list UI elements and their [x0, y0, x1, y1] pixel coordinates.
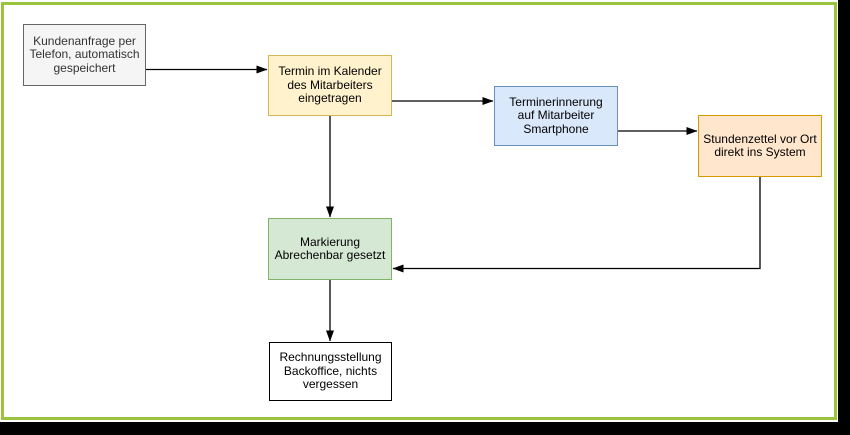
node-rechnung-line: vergessen — [302, 377, 359, 392]
node-stundenzettel: Stundenzettel vor Ort direkt ins System — [698, 115, 822, 177]
diagram-canvas: Kundenanfrage per Telefon, automatisch g… — [0, 0, 838, 422]
node-stundenzettel-line: Stundenzettel vor Ort — [703, 131, 817, 146]
node-erinnerung-line: Terminerinnerung — [509, 94, 603, 109]
node-kundenanfrage: Kundenanfrage per Telefon, automatisch g… — [23, 24, 146, 86]
node-erinnerung-line: auf Mitarbeiter — [517, 108, 595, 123]
node-rechnung-line: Rechnungsstellung — [279, 350, 382, 365]
node-kundenanfrage-line: Telefon, automatisch — [29, 47, 140, 62]
node-kundenanfrage-line: Kundenanfrage per — [33, 33, 136, 48]
node-markierung-line: Abrechenbar gesetzt — [274, 248, 386, 262]
connector-stundenzettel-to-markierung — [392, 177, 761, 273]
node-markierung-line: Markierung — [299, 234, 361, 249]
node-termin-line: Termin im Kalender — [278, 64, 382, 79]
node-rechnung-line: Backoffice, nichts — [283, 363, 378, 378]
node-termin-line: eingetragen — [298, 91, 362, 106]
node-erinnerung: Terminerinnerung auf Mitarbeiter Smartph… — [494, 86, 618, 146]
node-rechnung: Rechnungsstellung Backoffice, nichts ver… — [269, 342, 392, 401]
node-stundenzettel-line: direkt ins System — [714, 145, 806, 159]
node-erinnerung-line: Smartphone — [523, 121, 589, 136]
node-kundenanfrage-line: gespeichert — [53, 60, 116, 75]
node-termin-line: des Mitarbeiters — [287, 77, 373, 92]
node-markierung: Markierung Abrechenbar gesetzt — [268, 218, 392, 280]
node-termin: Termin im Kalender des Mitarbeiters eing… — [268, 55, 392, 116]
